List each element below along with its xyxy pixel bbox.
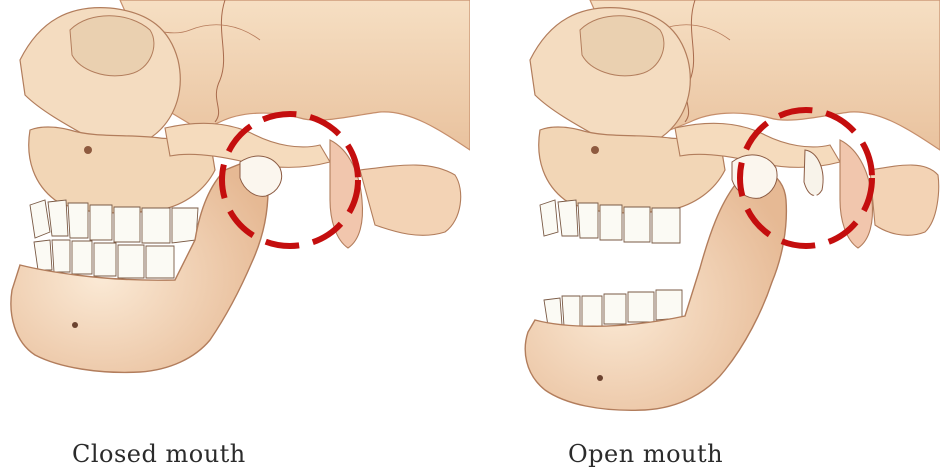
orbit-cavity <box>70 16 154 76</box>
orbit-cavity <box>580 16 664 76</box>
joint-ligament <box>300 168 322 240</box>
infraorbital-foramen <box>591 146 599 154</box>
open-mouth-caption: Open mouth <box>568 440 723 468</box>
mental-foramen <box>597 375 603 381</box>
closed-mouth-illustration <box>0 0 470 420</box>
closed-mouth-caption: Closed mouth <box>72 440 246 468</box>
open-mouth-panel <box>470 0 940 420</box>
mental-foramen <box>72 322 78 328</box>
occipital-curve <box>870 165 939 235</box>
open-mouth-illustration <box>470 0 940 420</box>
infraorbital-foramen <box>84 146 92 154</box>
joint-ligament <box>812 192 830 252</box>
occipital-curve <box>360 165 461 235</box>
closed-mouth-panel <box>0 0 470 420</box>
